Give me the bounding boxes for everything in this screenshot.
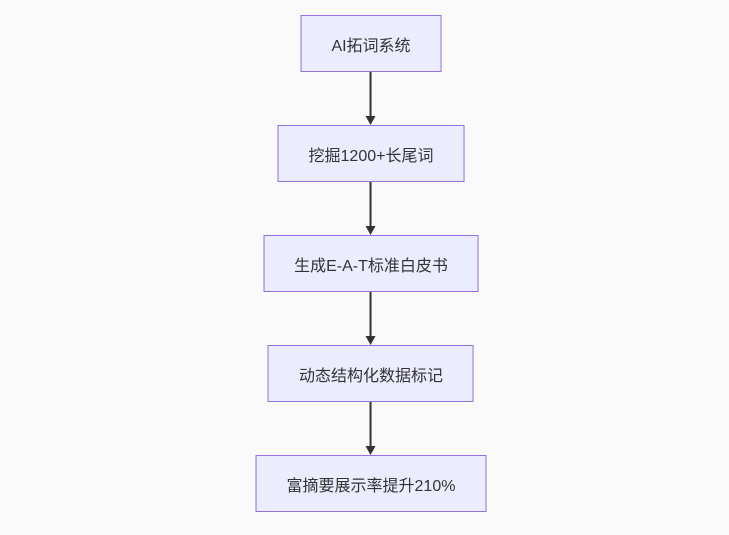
arrow-shaft — [370, 402, 372, 446]
arrow-down-icon — [366, 336, 376, 345]
flow-arrow-4 — [366, 402, 376, 455]
flow-node-structured-data-markup: 动态结构化数据标记 — [267, 345, 474, 402]
flow-arrow-1 — [366, 72, 376, 125]
flow-node-ai-keyword-system: AI拓词系统 — [300, 15, 442, 72]
arrow-shaft — [370, 72, 372, 116]
flow-node-longtail-mining: 挖掘1200+长尾词 — [277, 125, 465, 182]
arrow-down-icon — [366, 226, 376, 235]
flowchart: AI拓词系统 挖掘1200+长尾词 生成E-A-T标准白皮书 动态结构化数据标记… — [255, 15, 487, 512]
flow-node-rich-snippet-result: 富摘要展示率提升210% — [255, 455, 487, 512]
arrow-shaft — [370, 182, 372, 226]
arrow-down-icon — [366, 446, 376, 455]
flow-node-eat-whitepaper: 生成E-A-T标准白皮书 — [263, 235, 479, 292]
flow-arrow-3 — [366, 292, 376, 345]
arrow-shaft — [370, 292, 372, 336]
arrow-down-icon — [366, 116, 376, 125]
flow-arrow-2 — [366, 182, 376, 235]
